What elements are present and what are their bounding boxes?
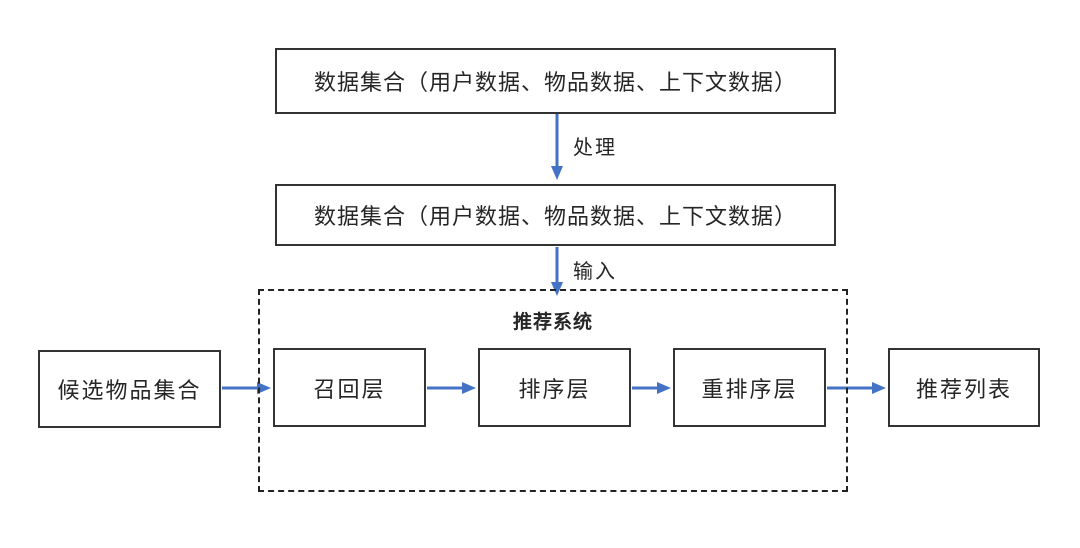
node-recommendation-list: 推荐列表	[888, 348, 1040, 427]
node-rerank-layer: 重排序层	[673, 348, 826, 427]
node-candidate-items: 候选物品集合	[38, 350, 221, 428]
node-ranking-layer: 排序层	[478, 348, 631, 427]
node-raw-data: 数据集合（用户数据、物品数据、上下文数据）	[275, 48, 836, 114]
edge-label-process: 处理	[573, 137, 617, 159]
edge-label-input: 输入	[573, 261, 617, 283]
recommender-system-title: 推荐系统	[512, 312, 593, 333]
node-processed-data: 数据集合（用户数据、物品数据、上下文数据）	[275, 184, 836, 246]
node-recall-layer: 召回层	[273, 348, 426, 427]
